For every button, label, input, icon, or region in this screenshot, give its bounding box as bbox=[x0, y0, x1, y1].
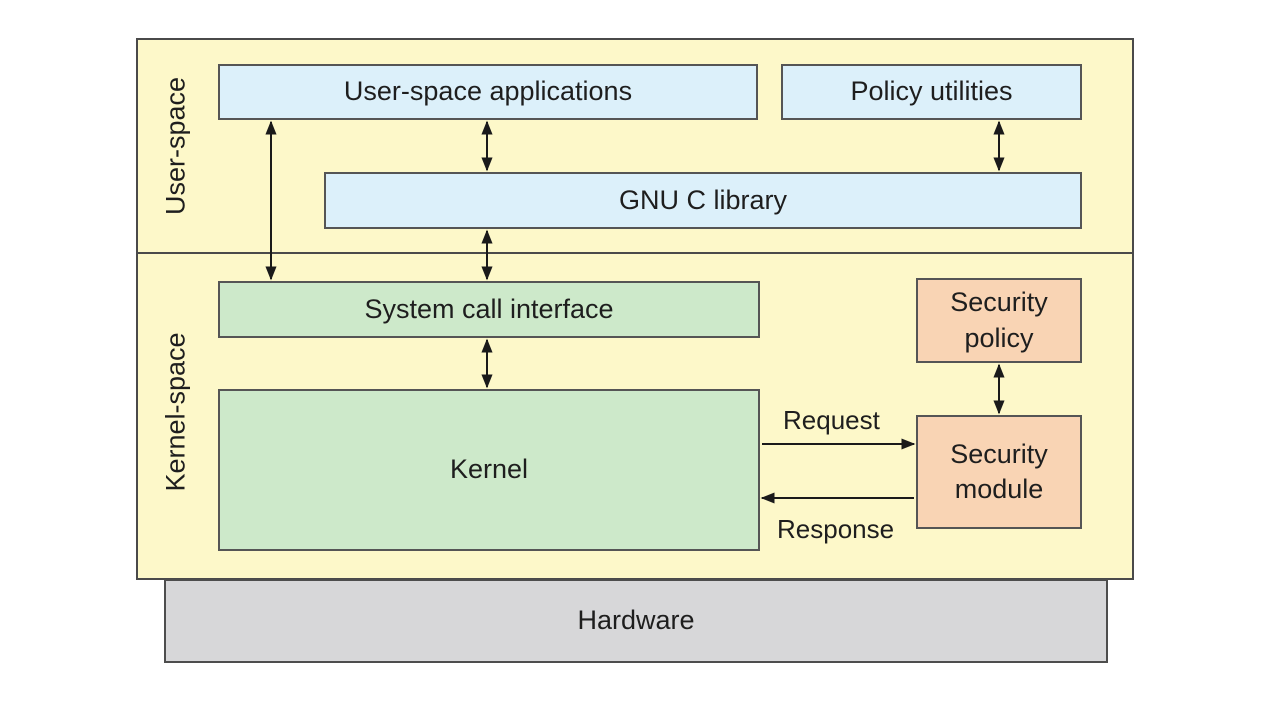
user-space-label: User-space bbox=[160, 76, 191, 216]
security-policy-box: Security policy bbox=[916, 278, 1082, 363]
hardware-box: Hardware bbox=[164, 579, 1108, 663]
request-label: Request bbox=[783, 405, 880, 435]
security-module-box: Security module bbox=[916, 415, 1082, 529]
kernel-space-label: Kernel-space bbox=[160, 332, 191, 492]
policy-utilities-box: Policy utilities bbox=[781, 64, 1082, 120]
gnu-c-library-box: GNU C library bbox=[324, 172, 1082, 229]
system-call-interface-box: System call interface bbox=[218, 281, 760, 338]
kernel-box: Kernel bbox=[218, 389, 760, 551]
user-space-applications-box: User-space applications bbox=[218, 64, 758, 120]
response-label: Response bbox=[777, 514, 895, 544]
